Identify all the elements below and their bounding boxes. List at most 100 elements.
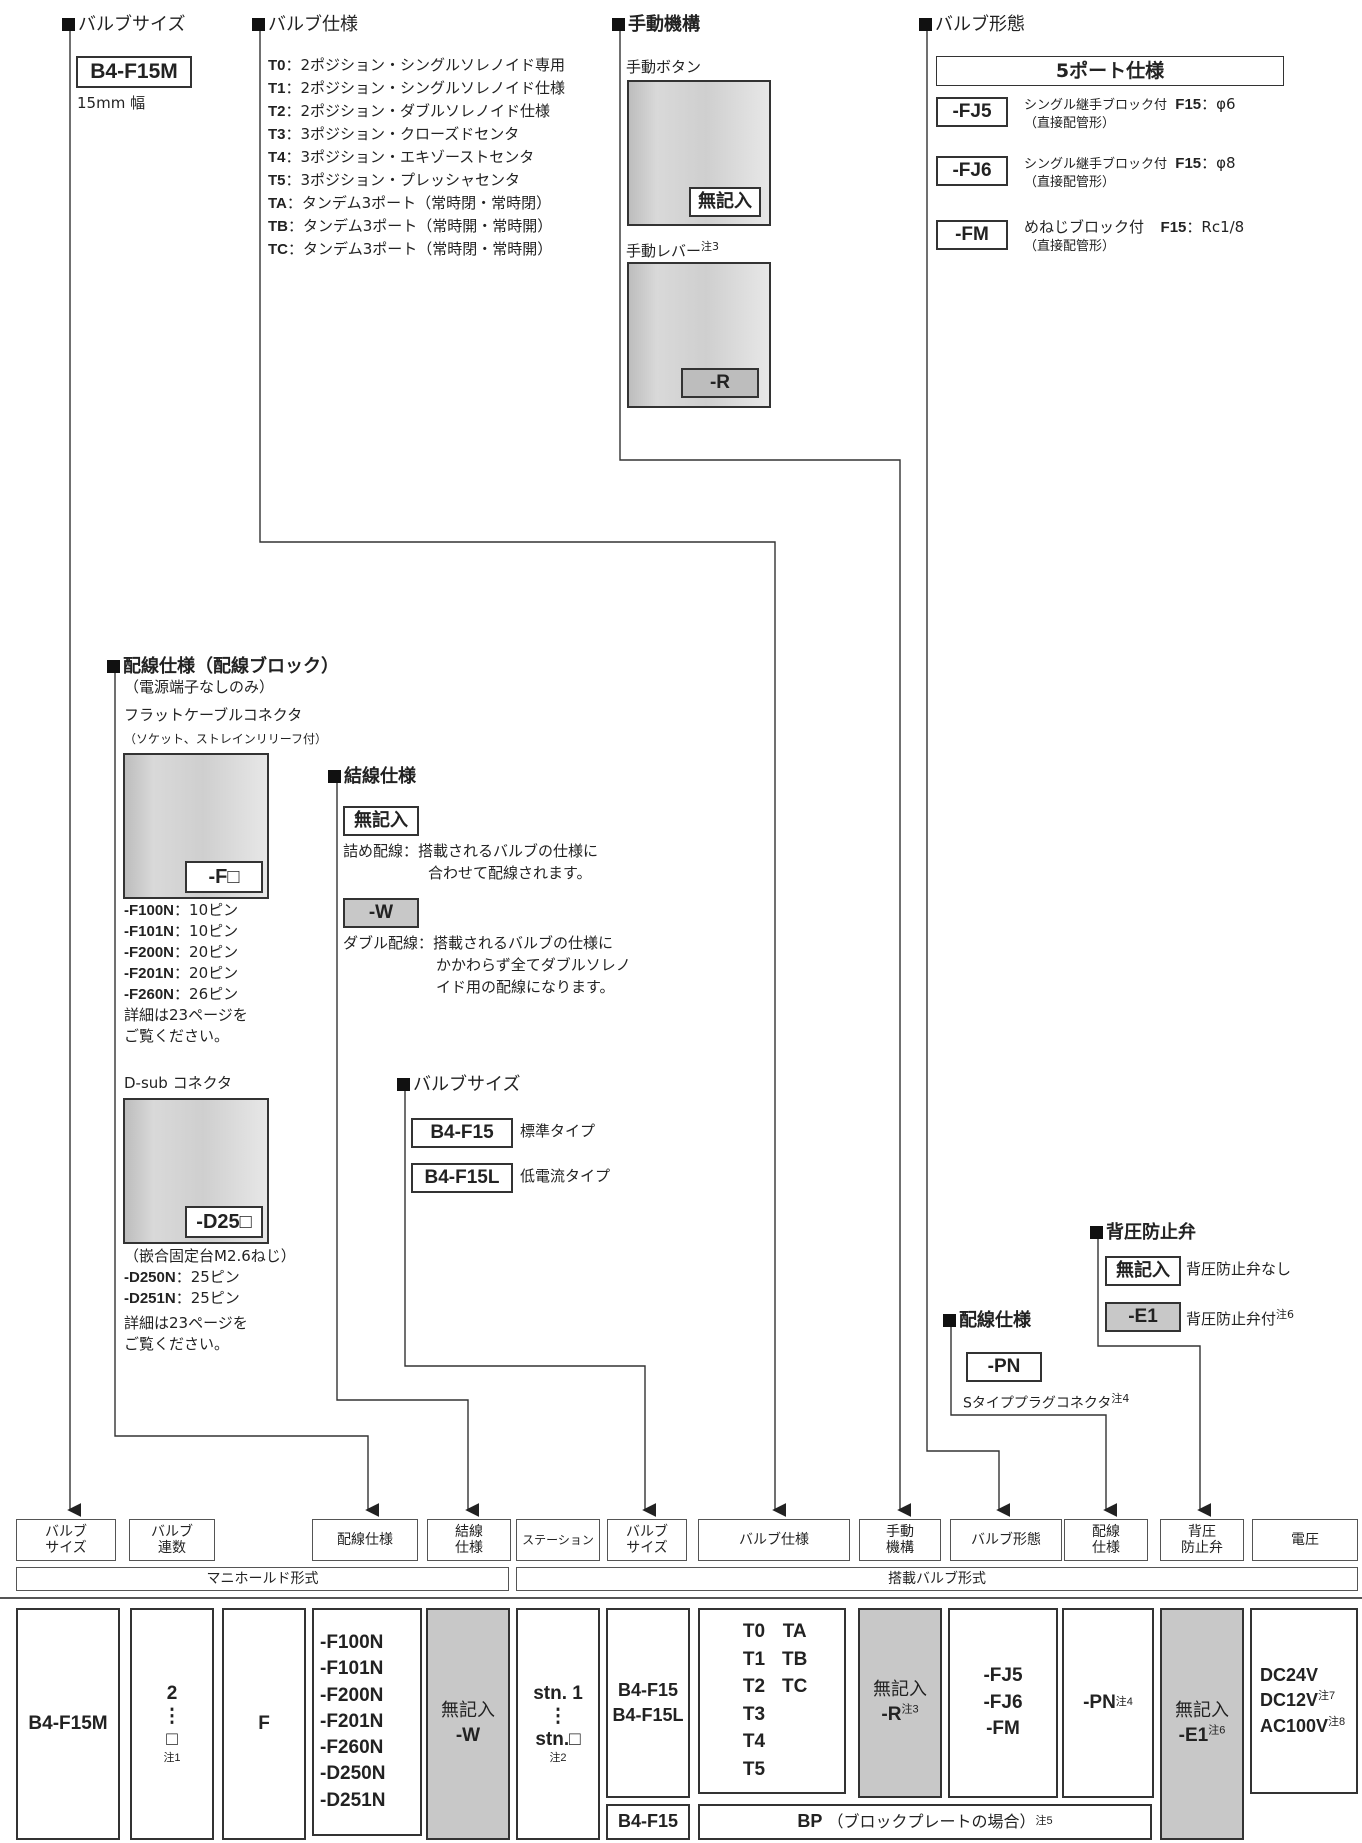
valve-size2-text: 低電流タイプ [520, 1167, 611, 1185]
cell-connection: 無記入-W [426, 1608, 510, 1840]
valve-size-sub: 15mm 幅 [77, 94, 146, 112]
group-manifold: マニホールド形式 [16, 1567, 509, 1591]
header-valve-size-2: バルブサイズ [607, 1519, 687, 1561]
backflow-e1-text: 背圧防止弁付注6 [1186, 1308, 1295, 1328]
flat-cable-title: フラットケーブルコネクタ [124, 706, 303, 724]
header-connection: 結線仕様 [427, 1519, 511, 1561]
manual-lever-photo: -R [627, 262, 771, 408]
flat-cable-item: -F101N：10ピン [124, 922, 239, 940]
wiring2-text: Sタイププラグコネクタ注4 [963, 1392, 1130, 1412]
manual-lever-label: 手動レバー注3 [626, 240, 720, 260]
valve-form-heading: バルブ形態 [919, 10, 1025, 36]
line-valve-spec [259, 30, 787, 1517]
dsub-item: -D250N：25ピン [124, 1268, 240, 1286]
manual-button-code: 無記入 [689, 187, 761, 217]
manual-heading: 手動機構 [612, 10, 700, 36]
dsub-code: -D25□ [185, 1206, 263, 1238]
wiring2-code: -PN [966, 1352, 1042, 1382]
cell-bp-size: B4-F15 [606, 1804, 690, 1840]
dsub-list: （嵌合固定台M2.6ねじ） -D250N：25ピン -D251N：25ピン 詳細… [124, 1246, 296, 1355]
cell-valve-form: -FJ5-FJ6-FM [948, 1608, 1058, 1798]
detail-note: ご覧ください。 [124, 1027, 230, 1045]
connection-heading: 結線仕様 [328, 762, 416, 788]
valve-spec-item: T1：2ポジション・シングルソレノイド仕様 [268, 79, 566, 97]
dsub-title: D-sub コネクタ [124, 1074, 232, 1092]
flat-cable-code: -F□ [185, 861, 263, 893]
flat-cable-item: -F200N：20ピン [124, 943, 239, 961]
valve-spec-item: T3：3ポジション・クローズドセンタ [268, 125, 520, 143]
line-backflow [1097, 1230, 1212, 1517]
backflow-e1-code: -E1 [1105, 1302, 1181, 1332]
bullet-square-icon [919, 18, 932, 31]
header-voltage: 電圧 [1252, 1519, 1358, 1561]
valve-spec-list: T0：2ポジション・シングルソレノイド専用 T1：2ポジション・シングルソレノイ… [268, 54, 565, 261]
bullet-square-icon [943, 1314, 956, 1327]
valve-spec-item: TC：タンデム3ポート（常時閉・常時開） [268, 240, 553, 258]
flat-cable-sub: （ソケット、ストレインリリーフ付） [124, 732, 328, 746]
valve-form-code: -FM [936, 220, 1008, 250]
cell-valve-size: B4-F15M [16, 1608, 120, 1840]
connection-blank-desc2: 合わせて配線されます。 [428, 864, 592, 882]
valve-form-desc: シングル継手ブロック付 F15：φ6（直接配管形） [1024, 95, 1236, 131]
valve-spec-item: T0：2ポジション・シングルソレノイド専用 [268, 56, 566, 74]
bullet-square-icon [397, 1078, 410, 1091]
cell-station-code: F [222, 1608, 306, 1840]
valve-spec-item: TB：タンデム3ポート（常時開・常時開） [268, 217, 553, 235]
line-wiring-block [114, 660, 380, 1517]
cell-valve-count: 2⋮□注1 [130, 1608, 214, 1840]
flat-cable-item: -F260N：26ピン [124, 985, 239, 1003]
detail-note: 詳細は23ページを [124, 1314, 248, 1332]
dsub-note: （嵌合固定台M2.6ねじ） [124, 1247, 296, 1265]
valve-spec-item: T4：3ポジション・エキゾーストセンタ [268, 148, 535, 166]
cell-bp: BP （ブロックプレートの場合）注5 [698, 1804, 1152, 1840]
valve-spec-item: T2：2ポジション・ダブルソレノイド仕様 [268, 102, 551, 120]
valve-size2-heading: バルブサイズ [397, 1070, 520, 1096]
header-valve-count: バルブ連数 [129, 1519, 215, 1561]
header-wiring: 配線仕様 [312, 1519, 418, 1561]
manual-button-photo: 無記入 [627, 80, 771, 226]
connection-blank-code: 無記入 [343, 806, 419, 836]
valve-size2-text: 標準タイプ [520, 1122, 596, 1140]
line-connection [336, 774, 480, 1517]
detail-note: ご覧ください。 [124, 1335, 230, 1353]
valve-spec-item: TA：タンデム3ポート（常時閉・常時閉） [268, 194, 552, 212]
connection-w-desc3: イド用の配線になります。 [436, 978, 615, 996]
valve-form-desc: めねじブロック付 F15：Rc1/8（直接配管形） [1024, 218, 1245, 254]
dsub-photo: -D25□ [123, 1098, 269, 1244]
bullet-square-icon [1090, 1226, 1103, 1239]
bullet-square-icon [328, 770, 341, 783]
connection-blank-desc: 詰め配線：搭載されるバルブの仕様に [343, 842, 599, 860]
cell-wiring-list: -F100N-F101N-F200N-F201N-F260N-D250N-D25… [312, 1608, 422, 1836]
connection-w-desc: ダブル配線：搭載されるバルブの仕様に [343, 934, 614, 952]
header-valve-form: バルブ形態 [950, 1519, 1062, 1561]
wiring-block-heading: 配線仕様（配線ブロック） [107, 652, 339, 678]
valve-form-desc: シングル継手ブロック付 F15：φ8（直接配管形） [1024, 154, 1236, 190]
valve-form-code: -FJ5 [936, 97, 1008, 127]
header-wiring-2: 配線仕様 [1064, 1519, 1148, 1561]
cell-manual: 無記入-R注3 [858, 1608, 942, 1798]
detail-note: 詳細は23ページを [124, 1006, 248, 1024]
valve-form-code: -FJ6 [936, 156, 1008, 186]
wiring2-heading: 配線仕様 [943, 1306, 1031, 1332]
connection-w-desc2: かかわらず全てダブルソレノ [436, 956, 631, 974]
manual-button-label: 手動ボタン [626, 58, 702, 76]
header-valve-spec: バルブ仕様 [698, 1519, 850, 1561]
port-spec-title: 5ポート仕様 [936, 56, 1284, 86]
header-manual: 手動機構 [859, 1519, 941, 1561]
cell-station: stn. 1⋮stn.□注2 [516, 1608, 600, 1840]
table-divider [0, 1597, 1362, 1599]
bullet-square-icon [107, 660, 120, 673]
valve-size2-code: B4-F15 [411, 1118, 513, 1148]
header-backflow: 背圧防止弁 [1160, 1519, 1244, 1561]
cell-backflow: 無記入-E1注6 [1160, 1608, 1244, 1840]
manual-lever-code: -R [681, 368, 759, 398]
valve-size-code: B4-F15M [76, 56, 192, 88]
line-manual [619, 30, 912, 1517]
line-valve-form [926, 30, 1011, 1517]
header-station: ステーション [516, 1519, 600, 1561]
flat-cable-photo: -F□ [123, 753, 269, 899]
